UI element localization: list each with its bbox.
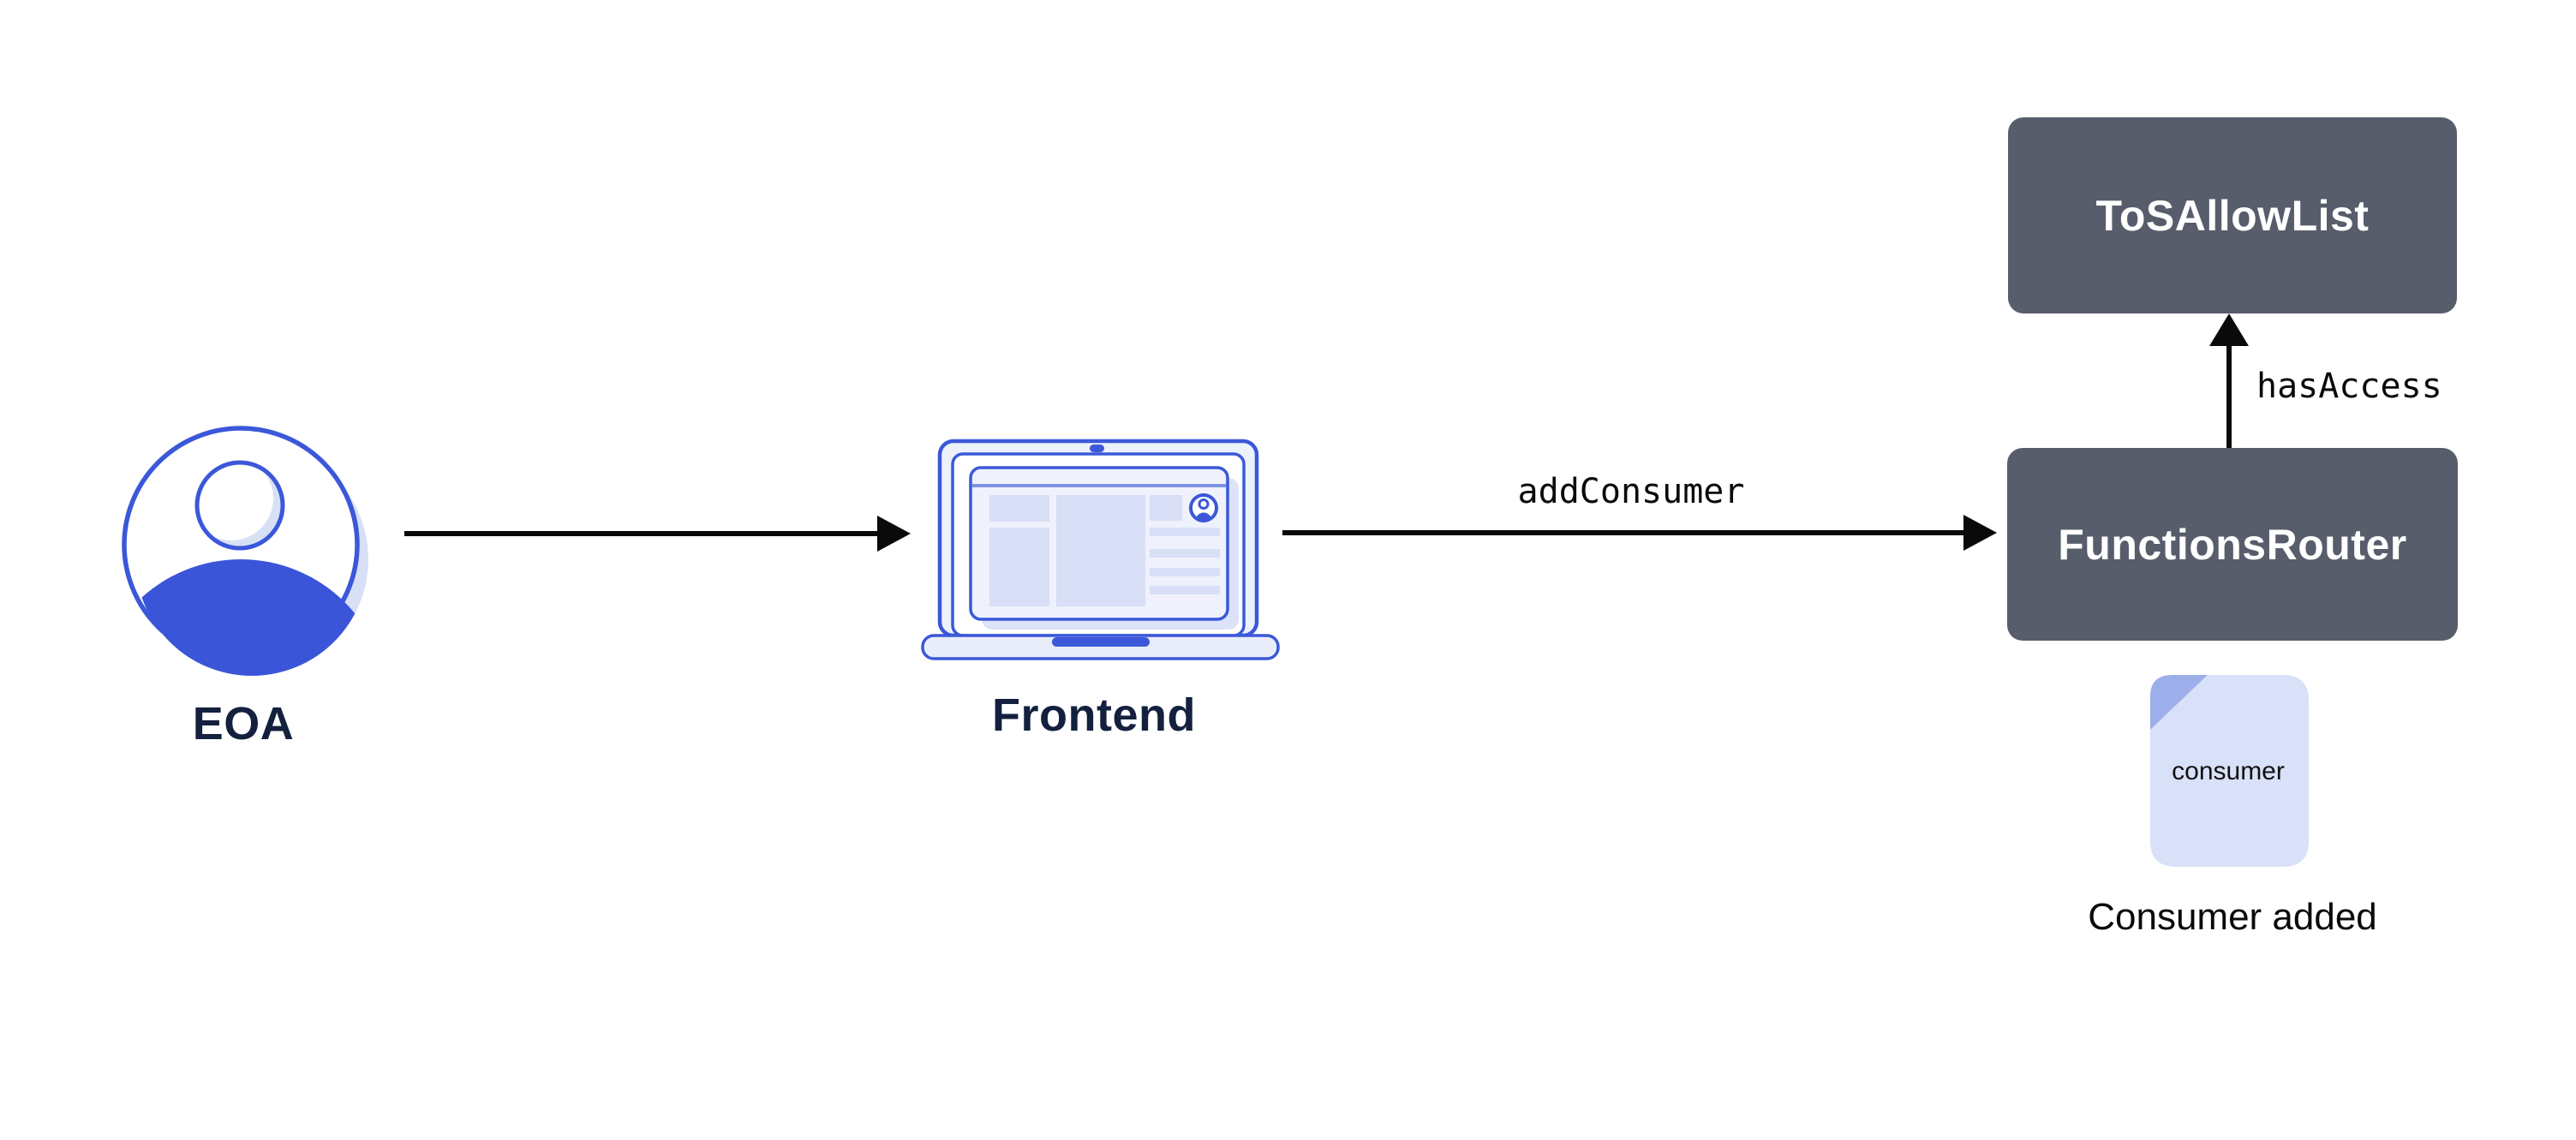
user-avatar-icon	[122, 426, 368, 676]
functions-router-box: FunctionsRouter	[2007, 448, 2458, 641]
tos-allow-list-label: ToSAllowList	[2095, 191, 2370, 240]
arrow-functions-router-to-tos-allow-list	[2209, 313, 2249, 450]
mini-user-avatar-icon	[1189, 493, 1218, 522]
laptop-icon	[921, 439, 1280, 660]
arrow-eoa-to-frontend	[404, 516, 911, 552]
tos-allow-list-box: ToSAllowList	[2008, 117, 2457, 313]
consumer-doc-text: consumer	[2172, 757, 2285, 785]
add-consumer-edge-label: addConsumer	[1517, 472, 1745, 511]
functions-router-label: FunctionsRouter	[2058, 520, 2407, 569]
frontend-label: Frontend	[992, 689, 1196, 741]
arrow-frontend-to-functions-router	[1282, 515, 1997, 551]
eoa-label: EOA	[192, 698, 295, 749]
document-icon	[2150, 675, 2309, 867]
consumer-added-caption: Consumer added	[2088, 896, 2377, 938]
has-access-edge-label: hasAccess	[2256, 367, 2442, 406]
folded-corner	[2150, 675, 2208, 730]
